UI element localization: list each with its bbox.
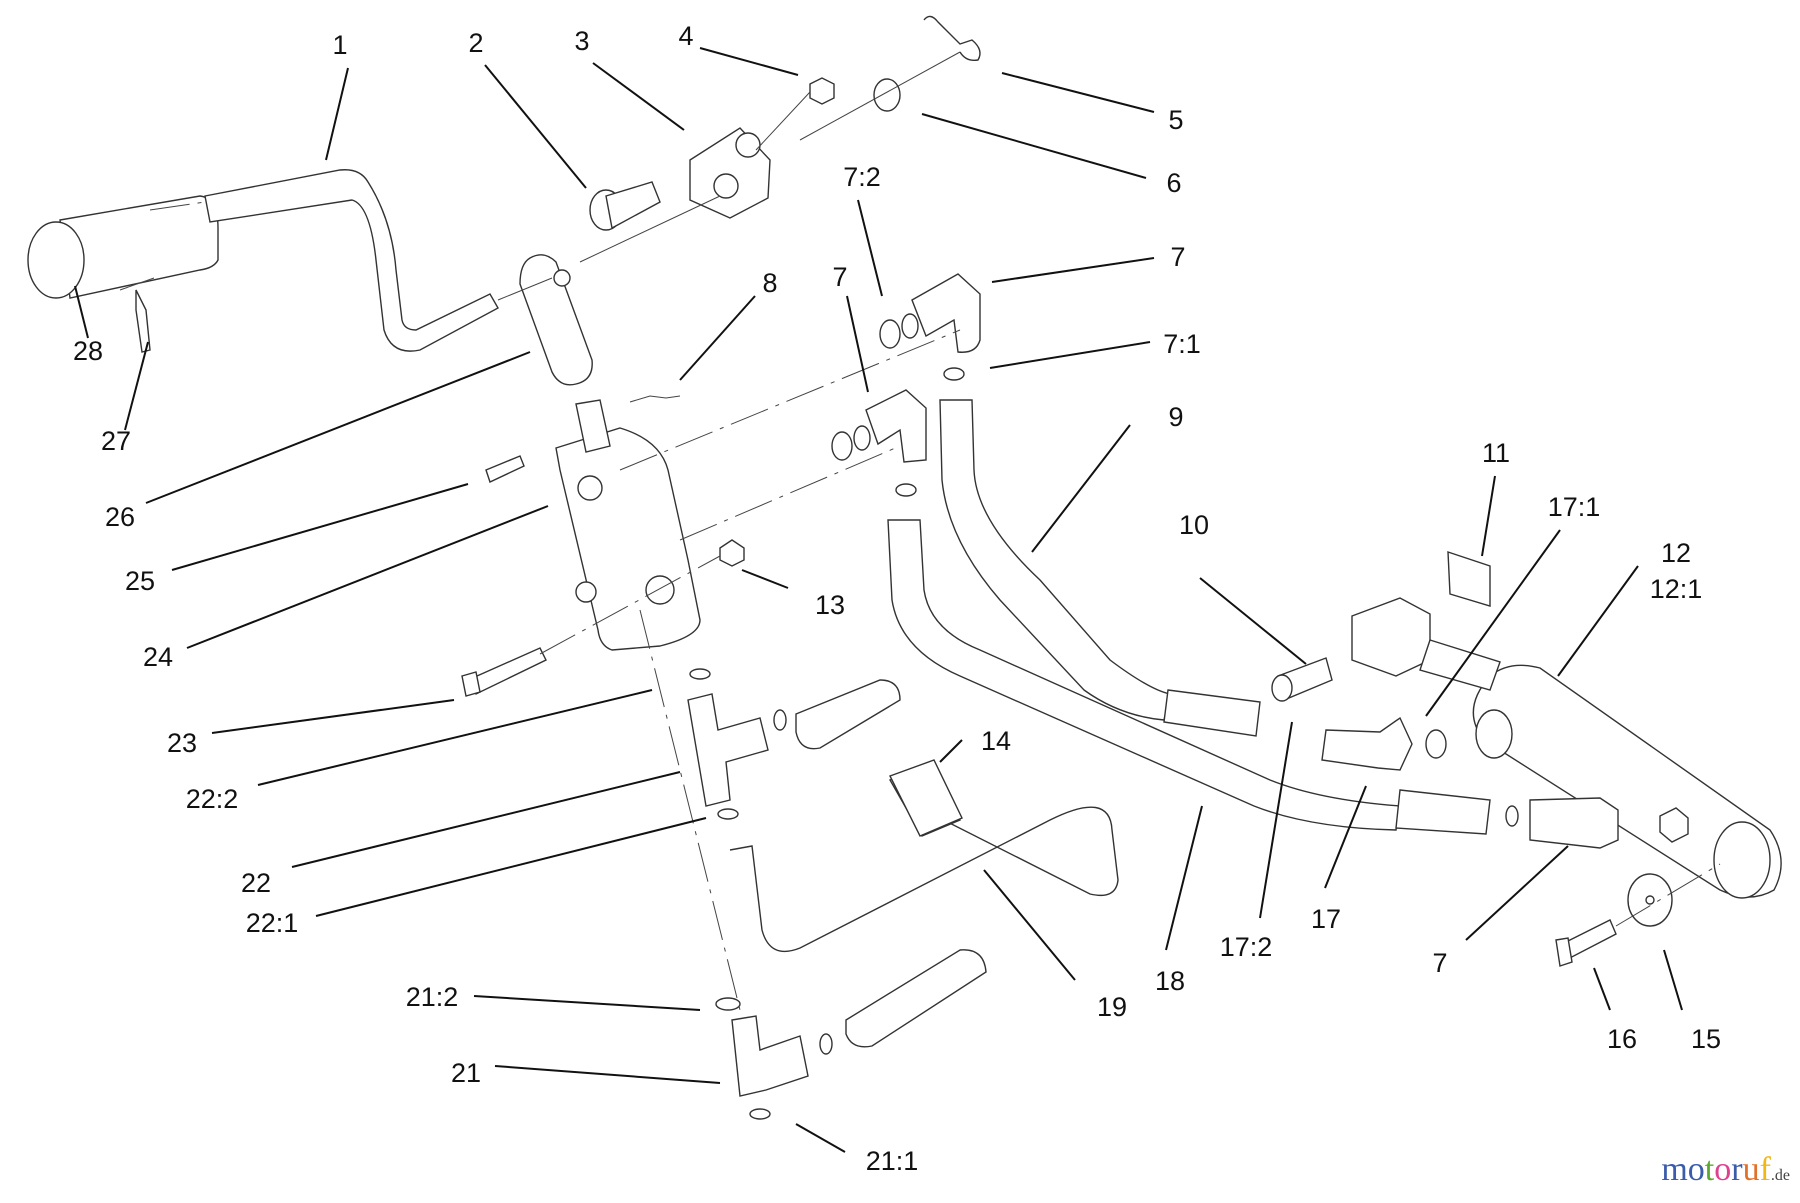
callout-15: 15	[1691, 1024, 1721, 1054]
elbow-fitting-mid	[831, 389, 927, 463]
lock-nut	[719, 539, 745, 567]
o-ring	[1425, 729, 1447, 759]
callout-22-2: 22:2	[186, 784, 239, 814]
callout-28: 28	[73, 336, 103, 366]
o-ring	[895, 483, 917, 497]
watermark-letter: r	[1731, 1151, 1743, 1188]
callout-25: 25	[125, 566, 155, 596]
hydraulic-hose-18	[887, 519, 1401, 831]
watermark-letter: t	[1704, 1151, 1715, 1188]
elbow-fitting-lower	[731, 1015, 809, 1097]
callout-labels: 1 2 3 4 5 6 7:2 7 7 7:1 8 9 10 11 17:1 1…	[73, 21, 1721, 1176]
callout-2: 2	[468, 28, 483, 58]
callout-3: 3	[574, 26, 589, 56]
callout-12: 12	[1661, 538, 1691, 568]
callout-11: 11	[1482, 438, 1510, 468]
link-plate	[519, 254, 593, 386]
flat-washer	[873, 78, 901, 112]
callout-1: 1	[332, 30, 347, 60]
handle-grip	[27, 195, 219, 299]
callout-17-1: 17:1	[1548, 492, 1601, 522]
o-ring	[773, 709, 787, 731]
callout-4: 4	[678, 21, 693, 51]
callout-24: 24	[143, 642, 173, 672]
valve-pin	[485, 455, 525, 483]
callout-13: 13	[815, 590, 845, 620]
elbow-fitting-17	[1321, 716, 1413, 771]
rod-clevis	[1351, 597, 1431, 677]
callout-6: 6	[1166, 168, 1181, 198]
callout-22-1: 22:1	[246, 908, 299, 938]
watermark-letter: u	[1742, 1151, 1760, 1188]
callout-7-1: 7:1	[1163, 329, 1201, 359]
hose-end-lower	[845, 949, 987, 1048]
callout-7-b: 7	[832, 262, 847, 292]
elbow-fitting-upper	[879, 273, 981, 353]
control-valve	[555, 399, 701, 651]
hex-nut	[809, 77, 835, 105]
callout-10: 10	[1179, 510, 1209, 540]
callout-12-1: 12:1	[1650, 574, 1703, 604]
callout-19: 19	[1097, 992, 1127, 1022]
hairpin-clip	[923, 15, 981, 62]
o-ring	[717, 808, 739, 820]
motoruf-watermark: motoruf.de	[1661, 1151, 1790, 1189]
o-ring	[1505, 805, 1519, 827]
o-ring	[943, 367, 965, 381]
callout-8: 8	[762, 268, 777, 298]
callout-7-a: 7	[1170, 242, 1185, 272]
callout-17: 17	[1311, 904, 1341, 934]
callout-5: 5	[1168, 105, 1183, 135]
watermark-letter: f	[1759, 1151, 1771, 1188]
o-ring	[749, 1108, 771, 1120]
o-ring	[689, 668, 711, 680]
o-ring	[715, 997, 741, 1011]
callout-7-2: 7:2	[843, 162, 881, 192]
callout-14: 14	[981, 726, 1011, 756]
steel-tube-19	[729, 801, 1119, 953]
callout-27: 27	[101, 426, 131, 456]
callout-23: 23	[167, 728, 197, 758]
hose-end	[795, 679, 901, 750]
retaining-clip	[1447, 551, 1491, 607]
cotter-pin	[629, 395, 681, 403]
watermark-letter: m	[1661, 1151, 1688, 1188]
o-ring	[819, 1033, 833, 1055]
callout-21-1: 21:1	[866, 1146, 919, 1176]
hydraulic-cylinder	[1472, 664, 1782, 899]
callout-16: 16	[1607, 1024, 1637, 1054]
callout-9: 9	[1168, 402, 1183, 432]
spring	[889, 759, 963, 837]
tee-fitting	[687, 693, 769, 807]
callout-18: 18	[1155, 966, 1185, 996]
leader-lines	[74, 47, 1683, 1153]
part-drawings	[27, 15, 1782, 1120]
watermark-suffix: .de	[1770, 1167, 1790, 1184]
control-lever	[204, 169, 499, 352]
watermark-letter: o	[1714, 1151, 1732, 1188]
callout-21: 21	[451, 1058, 481, 1088]
callout-26: 26	[105, 502, 135, 532]
callout-21-2: 21:2	[406, 982, 459, 1012]
callout-22: 22	[241, 868, 271, 898]
callout-7-c: 7	[1432, 948, 1447, 978]
straight-fitting	[1529, 797, 1619, 849]
callout-17-2: 17:2	[1220, 932, 1273, 962]
watermark-letter: o	[1687, 1151, 1705, 1188]
